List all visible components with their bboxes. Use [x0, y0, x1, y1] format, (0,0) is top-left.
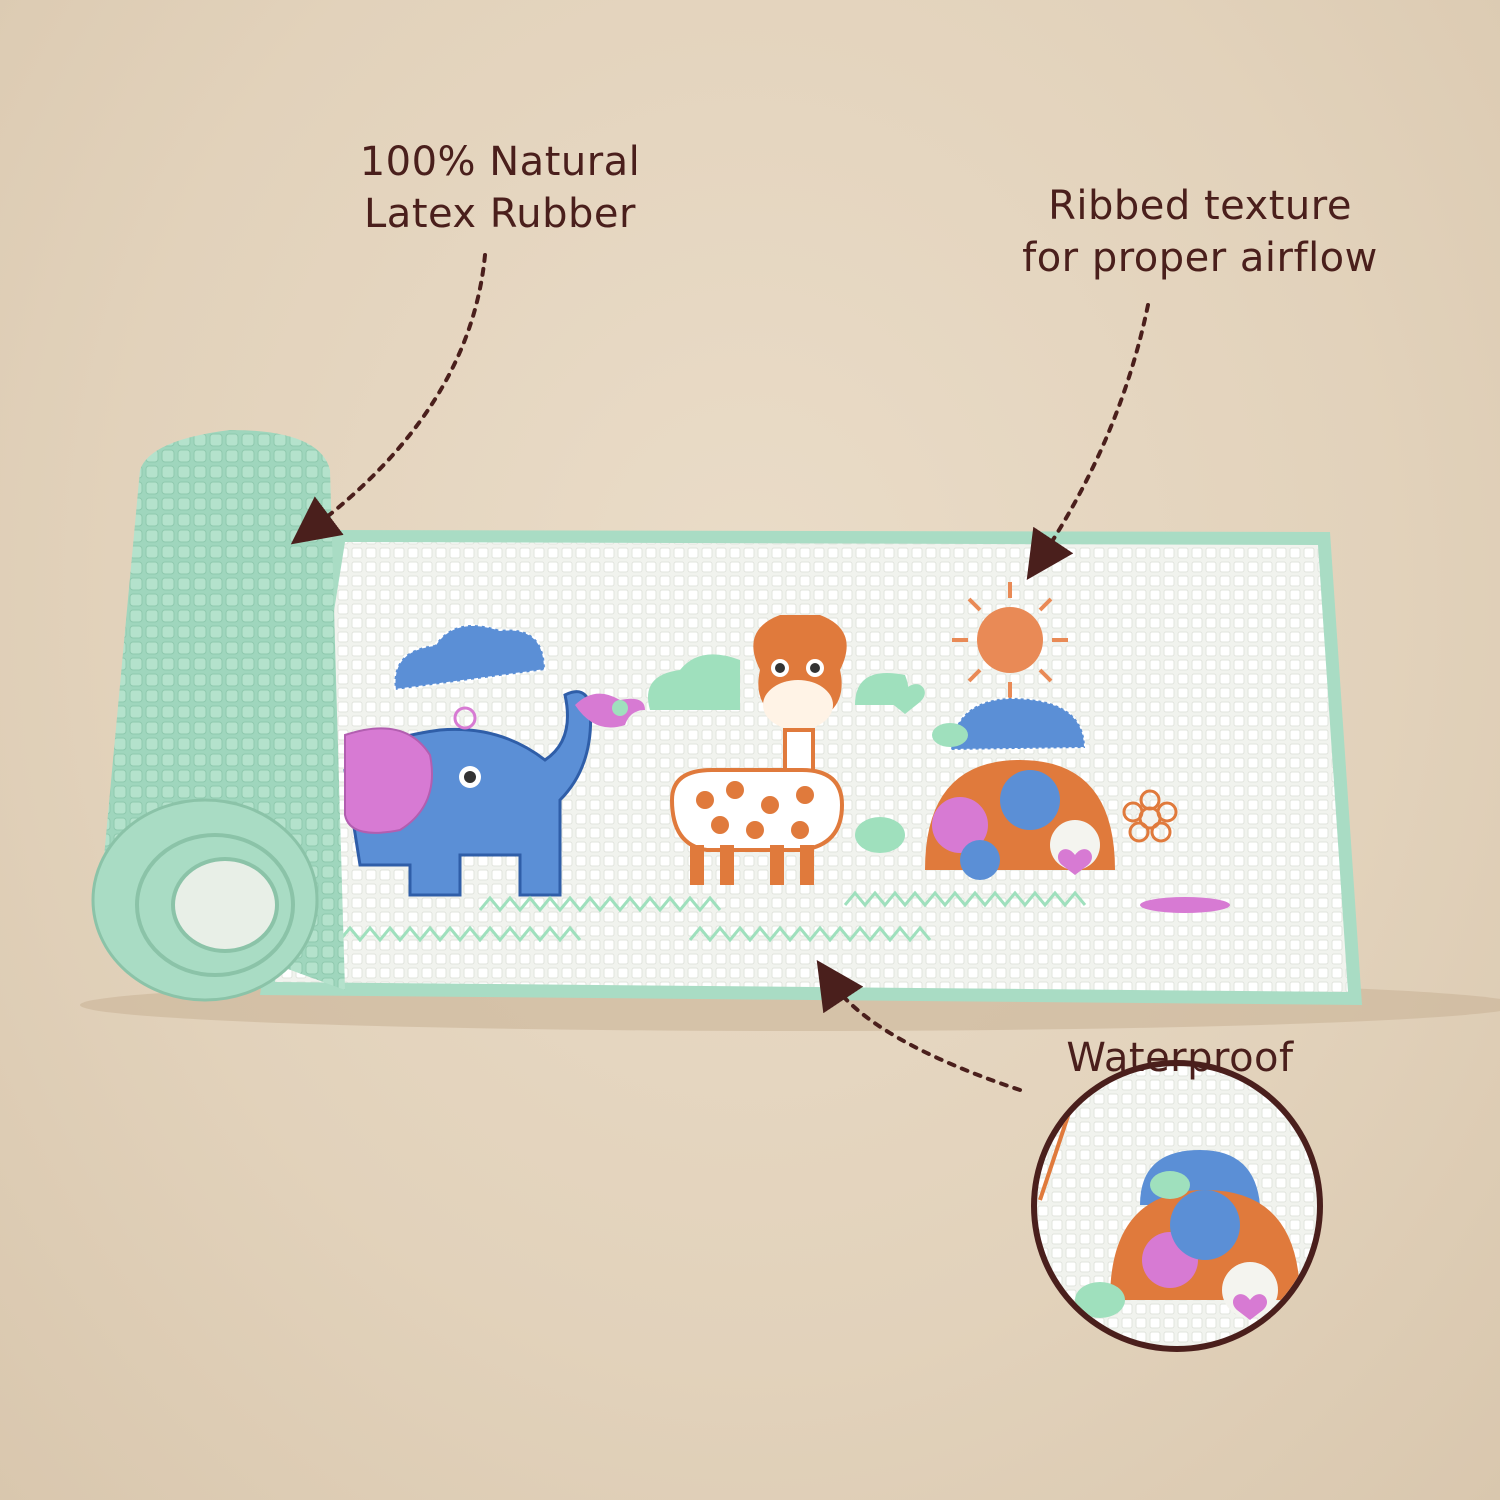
callout-ribbed-line2: for proper airflow	[1022, 235, 1378, 281]
callout-latex-rubber: 100% Natural Latex Rubber	[320, 136, 680, 240]
mat-illustration	[338, 582, 1230, 943]
callout-waterproof: Waterproof	[1020, 1032, 1340, 1084]
elephant	[343, 690, 593, 897]
turtle	[855, 696, 1115, 880]
cloud-blue	[393, 624, 547, 692]
cloud-green	[648, 654, 740, 710]
zoom-detail	[1031, 1060, 1323, 1352]
callout-latex-line1: 100% Natural	[359, 139, 641, 185]
callout-ribbed-texture: Ribbed texture for proper airflow	[980, 180, 1420, 284]
sun	[952, 582, 1068, 698]
giraffe	[669, 615, 847, 885]
mat-roll	[91, 430, 345, 1002]
hedgehog	[948, 696, 1087, 752]
callout-arrows	[290, 253, 1150, 1092]
arrow-waterproof	[816, 960, 1022, 1092]
arrow-latex	[290, 253, 487, 545]
callout-ribbed-line1: Ribbed texture	[1048, 183, 1352, 229]
callout-latex-line2: Latex Rubber	[364, 191, 636, 237]
arrow-ribbed	[1026, 303, 1150, 580]
callout-waterproof-label: Waterproof	[1066, 1035, 1294, 1081]
flower-right	[1122, 789, 1178, 843]
